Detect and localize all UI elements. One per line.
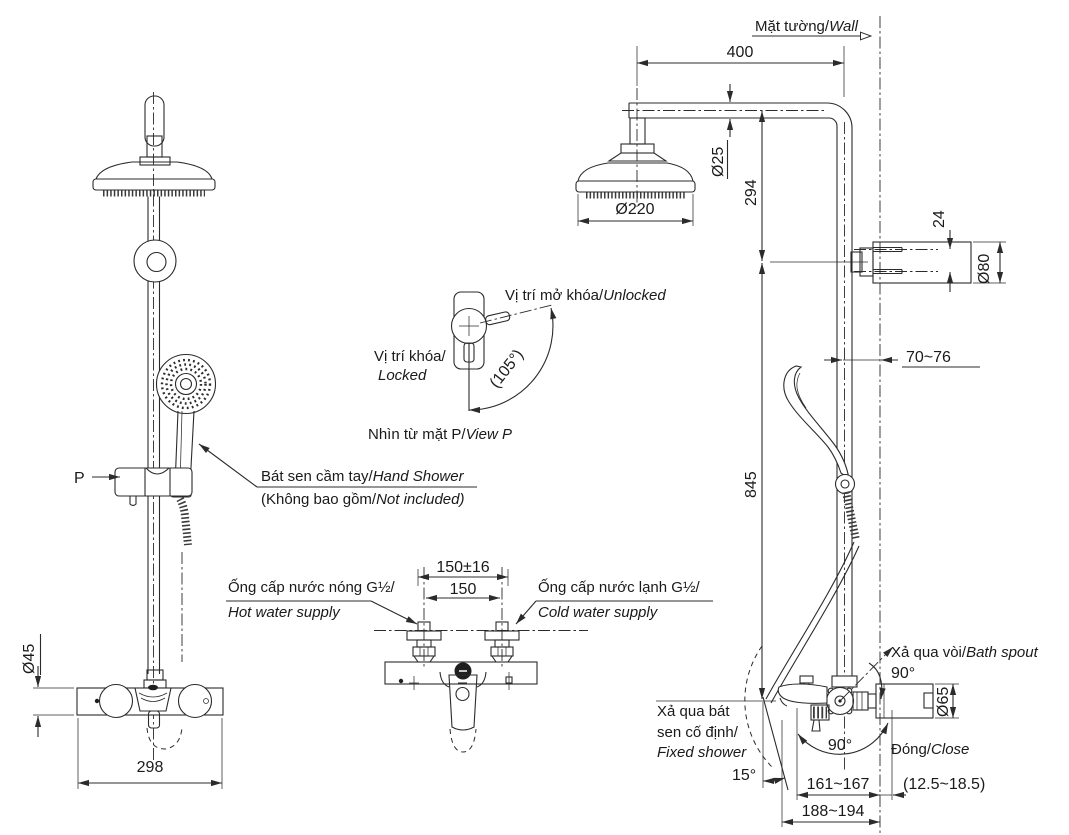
hose-braid-front: [176, 497, 192, 546]
dim-valve-width-text: 298: [137, 759, 164, 776]
locked-label: Vị trí khóa/: [374, 348, 447, 365]
top-pivot: [144, 95, 165, 147]
dim-arm-length: 400: [636, 44, 845, 97]
side-view: Mặt tường/Wall Ø220 40: [575, 16, 1039, 835]
dim-supply-pitch: 150: [426, 581, 500, 602]
dim-supply-pitch-tolerance-text: 150±16: [436, 559, 489, 576]
dim-column-height: 845: [656, 263, 776, 702]
dim-column-height-text: 845: [743, 471, 760, 498]
shower-arm: [622, 88, 853, 772]
mixer-valve-side: [777, 675, 934, 732]
dim-bath-spout-angle-text: 90°: [891, 665, 915, 682]
lock-detail-view: (105°) Vị trí mở khóa/Unlocked Vị trí kh…: [368, 287, 666, 443]
overhead-shower-side: [575, 117, 696, 199]
dim-supply-pitch-tolerance: 150±16: [417, 559, 509, 586]
hot-supply-label: Ống cấp nước nóng G½/: [228, 578, 395, 596]
dim-head-diameter-text: Ø220: [615, 201, 654, 218]
hose-braid-side: [842, 491, 860, 541]
unlocked-label: Vị trí mở khóa/Unlocked: [505, 287, 666, 304]
dim-spout-reach: 161~167: [796, 708, 880, 800]
dim-wall-flange-diameter-text: Ø80: [976, 254, 993, 284]
wall-callout: Mặt tường/Wall: [752, 18, 871, 36]
hand-shower-callout: Bát sen cầm tay/Hand Shower (Không bao g…: [198, 443, 477, 508]
spout-swing-group: 90° 15° Đóng/Close Xả qua bát sen cố địn…: [657, 645, 969, 791]
dim-arm-tube-diameter: Ø25: [710, 84, 734, 179]
overhead-shower-front: [95, 161, 213, 180]
dim-arm-tube-diameter-text: Ø25: [710, 147, 727, 177]
dim-spout-reach-text: 161~167: [807, 776, 870, 793]
dim-pipe-to-wall: 70~76: [824, 349, 980, 368]
dim-wall-flange-diameter: Ø80: [973, 241, 1006, 284]
unlock-angle-arc: [468, 307, 557, 414]
view-p-pointer: P: [74, 470, 120, 487]
dim-handle-tilt-angle-text: 15°: [732, 767, 756, 784]
view-p-label: Nhìn từ mặt P/View P: [368, 426, 512, 443]
dim-wall-clearance-text: (12.5~18.5): [903, 776, 985, 793]
dim-arm-to-supply: 294: [743, 111, 868, 263]
hot-supply-callout: Ống cấp nước nóng G½/ Hot water supply: [226, 578, 418, 625]
cold-supply-callout: Ống cấp nước lạnh G½/ Cold water supply: [515, 578, 713, 625]
slide-bracket: [114, 467, 193, 507]
fixed-shower-label-line1: Xả qua bát: [657, 703, 730, 720]
front-view: Ø45 298 P Bát sen cầm tay/Hand Shower (K…: [21, 92, 477, 789]
shower-holder-ring: [133, 239, 177, 283]
fixed-shower-label-line2: sen cố định/: [657, 724, 739, 741]
dim-spout-reach-max-text: 188~194: [802, 803, 865, 820]
dim-valve-diameter-text: Ø45: [21, 644, 38, 674]
cold-supply-label-en: Cold water supply: [538, 604, 659, 621]
hand-shower-label: Bát sen cầm tay/Hand Shower: [261, 468, 465, 485]
cold-supply-connection: [484, 621, 520, 663]
handle-swing-envelope: [146, 727, 183, 750]
knob-stem-unlocked: [485, 311, 511, 326]
hand-shower-side: [765, 365, 860, 704]
wall-supply-socket: [850, 241, 972, 284]
dim-arm-length-text: 400: [727, 44, 754, 61]
wall-label: Mặt tường/Wall: [755, 18, 859, 35]
dim-head-diameter: Ø220: [577, 194, 694, 226]
mixer-valve-front-center: [384, 661, 538, 753]
supply-view: 150 150±16 Ống cấp nước nóng G½/ Hot wat…: [226, 559, 713, 753]
dim-spout-reach-max: 188~194: [781, 720, 880, 827]
dim-spout-swing-angle-text: 90°: [828, 737, 852, 754]
dim-socket-diameter: Ø65: [935, 683, 959, 719]
bath-spout-side: [777, 683, 828, 704]
swing-envelope-arc: [744, 645, 774, 769]
bath-spout-angle-group: 90° Xả qua vòi/Bath spout: [840, 644, 1039, 701]
dim-supply-pitch-text: 150: [450, 581, 477, 598]
dim-supply-ports-gap: 24: [931, 210, 954, 292]
dim-unlock-angle-text: (105°): [487, 347, 527, 392]
dim-supply-ports-gap-text: 24: [931, 210, 948, 228]
left-knob: [98, 683, 134, 719]
mixer-valve-front-left: [76, 669, 224, 750]
cold-supply-label: Ống cấp nước lạnh G½/: [538, 578, 700, 596]
bath-spout-label: Xả qua vòi/Bath spout: [891, 644, 1039, 661]
fixed-shower-label-en: Fixed shower: [657, 744, 747, 761]
right-knob: [177, 683, 213, 719]
locked-label-en: Locked: [378, 367, 427, 384]
dim-pipe-to-wall-text: 70~76: [906, 349, 951, 366]
hot-supply-connection: [406, 621, 442, 663]
dim-valve-diameter: Ø45: [21, 634, 74, 737]
p-marker-text: P: [74, 470, 85, 487]
dim-wall-clearance: (12.5~18.5): [880, 710, 985, 800]
dim-arm-to-supply-text: 294: [743, 179, 760, 206]
hand-shower-note: (Không bao gồm/Not included): [261, 491, 464, 508]
dim-valve-width: 298: [77, 718, 223, 789]
hot-supply-label-en: Hot water supply: [228, 604, 341, 621]
lever-handle: [448, 674, 478, 731]
close-label: Đóng/Close: [891, 741, 969, 758]
dim-socket-diameter-text: Ø65: [935, 687, 952, 717]
